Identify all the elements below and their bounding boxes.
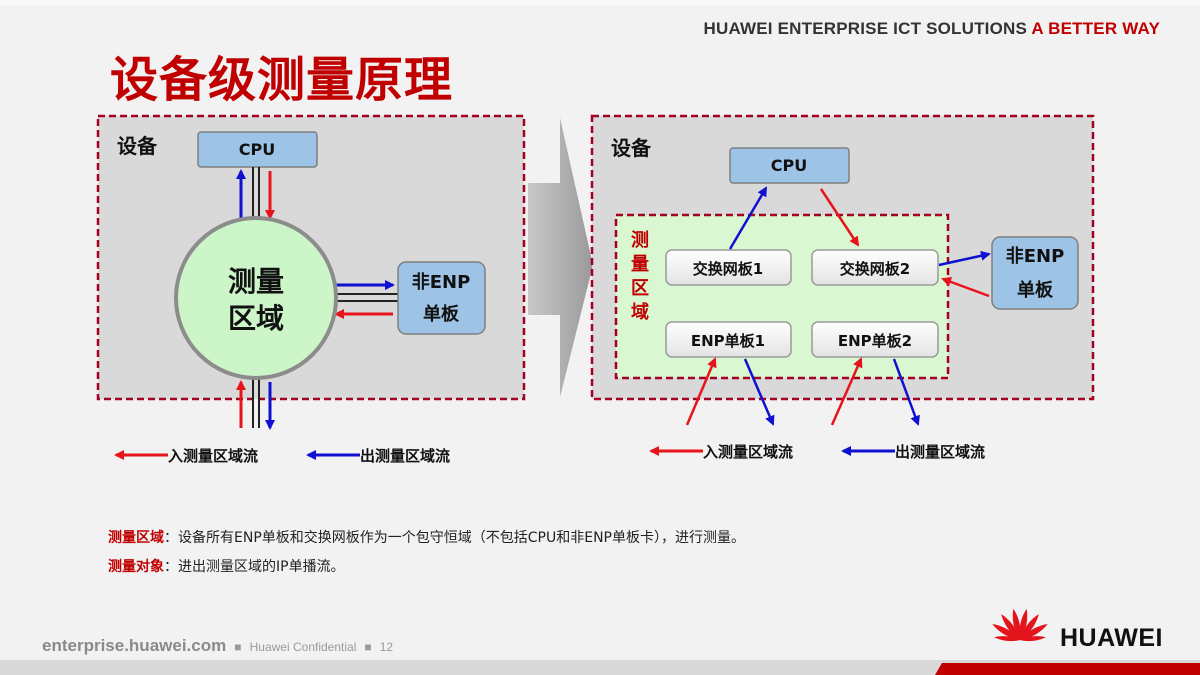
- footer-page-number: 12: [379, 640, 394, 654]
- left-zone-label-1: 测量: [228, 265, 284, 298]
- footer-bar: [0, 660, 1200, 675]
- enp-board-1-label: ENP单板1: [691, 332, 765, 350]
- right-zone-char-3: 区: [631, 278, 649, 299]
- right-nonenp-label-2: 单板: [1017, 279, 1054, 301]
- right-zone-char-4: 域: [631, 301, 649, 323]
- left-nonenp-label-1: 非ENP: [412, 271, 471, 293]
- left-zone-label-2: 区域: [228, 302, 284, 335]
- footer-separator-1: ■: [230, 640, 245, 654]
- right-nonenp-box: [991, 236, 1079, 310]
- switch-board-2: [811, 249, 939, 286]
- huawei-flower-icon: [992, 608, 1048, 642]
- left-panel: 设备 CPU 测量 区域 非ENP 单板 入测量区域流 出测量区域流: [96, 114, 526, 465]
- header-tagline: HUAWEI ENTERPRISE ICT SOLUTIONS A BETTER…: [703, 19, 1160, 39]
- top-strip: [0, 0, 1200, 5]
- right-cpu-label: CPU: [771, 156, 807, 175]
- footer-left: enterprise.huawei.com ■ Huawei Confident…: [42, 636, 393, 656]
- enp2-in-arrow: [830, 357, 863, 426]
- right-zone-char-1: 测: [631, 229, 649, 251]
- enp2-out-arrow: [892, 358, 920, 426]
- enp-board-2-label: ENP单板2: [838, 332, 912, 350]
- nonenp-to-switch2-arrow: [941, 277, 990, 298]
- enp1-in-arrow: [685, 357, 717, 426]
- footer-accent-bar: [935, 663, 1200, 675]
- left-zone-circle: [174, 216, 338, 380]
- footer-confidential: Huawei Confidential: [249, 640, 357, 654]
- left-cpu-box: [197, 131, 318, 168]
- left-cpu-label: CPU: [239, 140, 275, 159]
- right-legend-out-label: 出测量区域流: [895, 443, 985, 461]
- note-measurement-zone: 测量区域：设备所有ENP单板和交换网板作为一个包守恒域（不包括CPU和非ENP单…: [108, 527, 745, 547]
- transition-arrow: [528, 118, 593, 397]
- left-device-label: 设备: [117, 134, 158, 158]
- right-nonenp-label-1: 非ENP: [1006, 245, 1065, 267]
- right-zone-char-2: 量: [631, 253, 649, 275]
- switch-board-2-label: 交换网板2: [840, 260, 910, 278]
- note-1-text: ：设备所有ENP单板和交换网板作为一个包守恒域（不包括CPU和非ENP单板卡），…: [164, 530, 745, 546]
- note-1-key: 测量区域: [108, 530, 164, 546]
- right-device-label: 设备: [611, 136, 652, 160]
- switch-board-1: [665, 249, 792, 286]
- left-legend-in-label: 入测量区域流: [168, 447, 258, 465]
- left-nonenp-box: [397, 261, 486, 335]
- header-brand: HUAWEI ENTERPRISE ICT SOLUTIONS: [703, 19, 1032, 38]
- huawei-logo-text: HUAWEI: [1060, 624, 1163, 652]
- switch1-to-cpu-arrow: [728, 186, 768, 250]
- slide-title: 设备级测量原理: [110, 52, 454, 108]
- right-panel: 设备 测 量 区 域 CPU 交换网板1 交换网板2 ENP单板1 ENP单板2…: [590, 114, 1095, 461]
- enp1-out-arrow: [743, 358, 775, 426]
- enp-board-1: [665, 321, 792, 358]
- note-2-key: 测量对象: [108, 559, 164, 575]
- note-2-text: ：进出测量区域的IP单播流。: [164, 559, 345, 575]
- enp-board-2: [811, 321, 939, 358]
- left-legend-out-label: 出测量区域流: [360, 447, 450, 465]
- switch-board-1-label: 交换网板1: [693, 260, 763, 278]
- left-nonenp-label-2: 单板: [423, 303, 460, 325]
- right-legend-in-label: 入测量区域流: [703, 443, 793, 461]
- switch2-to-nonenp-arrow: [938, 250, 991, 267]
- footer-site: enterprise.huawei.com: [42, 636, 227, 655]
- footer-separator-2: ■: [361, 640, 376, 654]
- header-accent: A BETTER WAY: [1031, 19, 1160, 38]
- cpu-to-switch2-arrow: [819, 188, 860, 247]
- right-cpu-box: [729, 147, 850, 184]
- note-measurement-object: 测量对象：进出测量区域的IP单播流。: [108, 556, 345, 576]
